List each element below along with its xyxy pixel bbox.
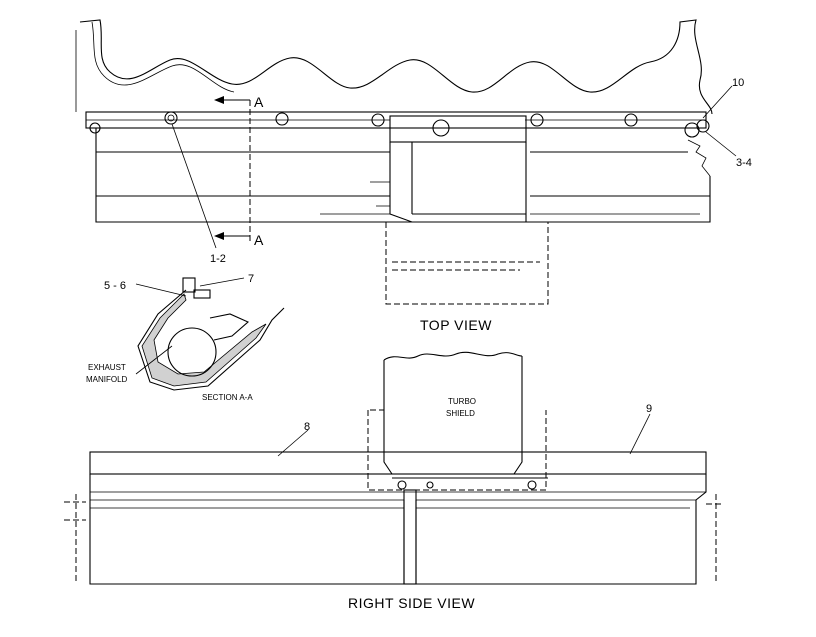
section-arrowhead-bottom [214, 232, 224, 240]
bolt-3 [275, 112, 289, 126]
side-center-bracket [403, 489, 417, 585]
side-top-strip [89, 451, 707, 475]
shield-body [95, 128, 711, 223]
turbo-top-body [389, 142, 527, 223]
bolt-4 [371, 113, 385, 127]
engine-wavy-outline [79, 19, 713, 115]
bolt-2 [164, 111, 178, 125]
callout-7: 7 [248, 273, 254, 285]
side-left-dashed [64, 494, 86, 584]
bolt-1 [89, 122, 101, 134]
exhaust-label-1: EXHAUST [88, 363, 126, 372]
leader-7 [199, 277, 245, 287]
section-aa-caption: SECTION A-A [202, 393, 253, 402]
leader-3-4 [705, 131, 737, 157]
turbo-top-hole [432, 119, 450, 137]
turbo-top-left-notch [370, 181, 390, 207]
callout-10: 10 [732, 77, 744, 89]
turbo-side-dashed [367, 409, 547, 491]
manifold-tube [167, 327, 217, 377]
leader-exhaust [135, 345, 173, 375]
bracket-7 [182, 277, 196, 293]
leader-10 [702, 85, 733, 119]
section-aa: 5 - 6 7 EXHAUST MANIFOLD SECTION A-A [86, 273, 285, 402]
exhaust-label-2: MANIFOLD [86, 375, 128, 384]
leader-8 [277, 429, 309, 457]
bolt-5 [530, 113, 544, 127]
turbo-top-box [389, 115, 527, 143]
manifold-hatched [141, 293, 267, 387]
engine-wavy-inner [91, 21, 235, 93]
turbo-side-wavy [383, 351, 523, 361]
manifold-clamp [209, 313, 250, 341]
section-arrowhead-top [214, 96, 224, 104]
bolt-2-inner [167, 114, 175, 122]
top-view: A A 1-2 10 3-4 TOP VIEW [75, 19, 752, 333]
side-bolt-2 [426, 481, 434, 489]
bolt-6 [624, 113, 638, 127]
shield-broken-edge [687, 139, 711, 177]
section-marker-top: A [254, 94, 264, 110]
leader-1-2 [171, 123, 217, 249]
callout-9: 9 [646, 403, 652, 415]
right-side-view-caption: RIGHT SIDE VIEW [348, 595, 475, 611]
turbo-label-2: SHIELD [446, 409, 475, 418]
callout-3-4: 3-4 [736, 157, 752, 169]
turbo-top-dashed [385, 222, 549, 305]
side-right-dashed [706, 494, 722, 584]
section-marker-bottom: A [254, 232, 264, 248]
bolt-8 [696, 119, 710, 133]
turbo-label-1: TURBO [448, 397, 476, 406]
leader-9 [629, 413, 651, 455]
right-side-view: TURBO SHIELD 8 9 RIGHT SIDE VIEW [64, 351, 722, 611]
leader-5-6 [135, 283, 187, 297]
side-bolt-3 [527, 480, 537, 490]
side-bolt-1 [397, 480, 407, 490]
bolt-5-6 [193, 289, 211, 299]
callout-1-2: 1-2 [210, 253, 226, 265]
manifold-outer [137, 289, 285, 391]
callout-5-6: 5 - 6 [104, 280, 126, 292]
side-inner-lines [90, 491, 706, 509]
top-view-caption: TOP VIEW [420, 317, 492, 333]
callout-8: 8 [304, 421, 310, 433]
